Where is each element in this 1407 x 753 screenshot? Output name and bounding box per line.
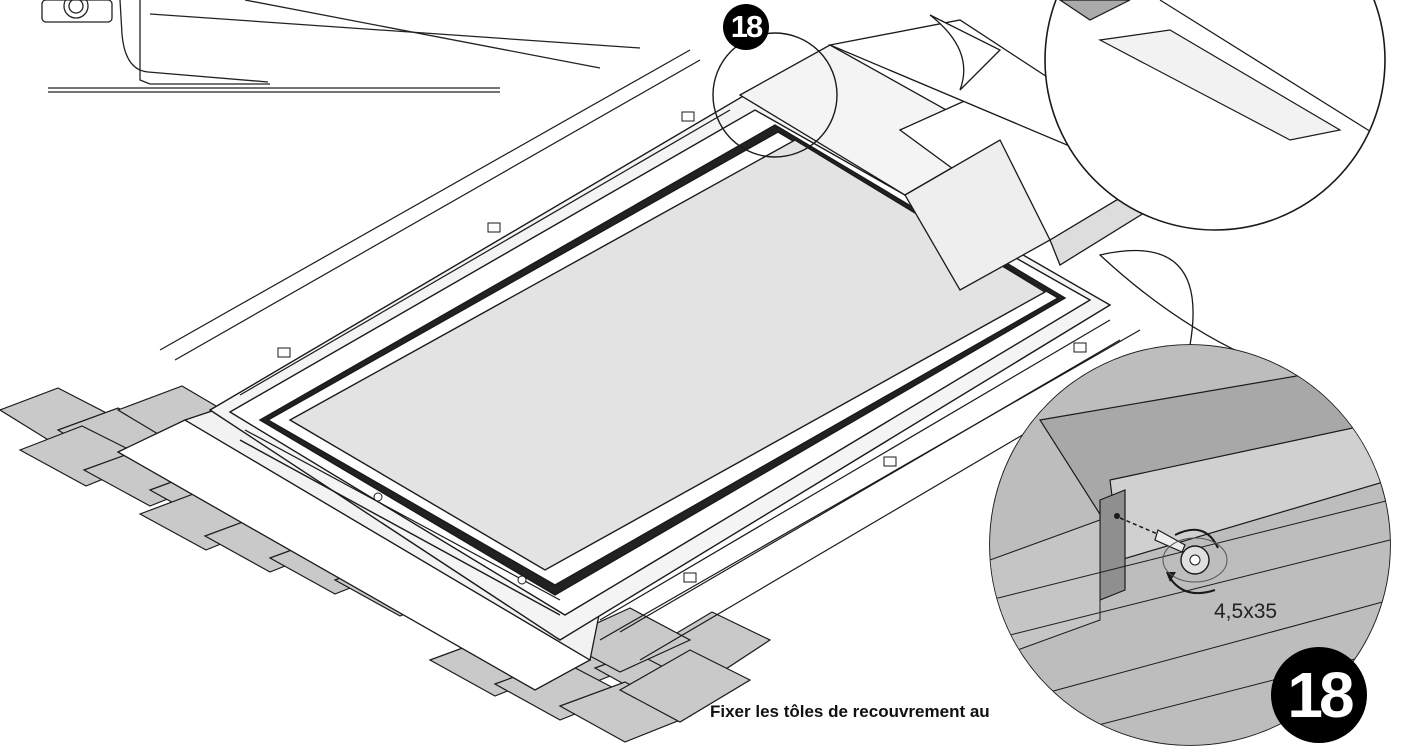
inset-profile-drawing	[41, 0, 641, 93]
fixing-clips	[277, 111, 1087, 583]
step-number-badge-small: 18	[723, 4, 769, 50]
step-number-badge-large: 18	[1271, 647, 1367, 743]
side-rails	[159, 49, 1151, 661]
window-frame	[208, 94, 1112, 641]
instruction-caption: Fixer les tôles de recouvrement au	[710, 702, 990, 721]
top-detail-bubble	[929, 0, 1386, 231]
screw-icon	[1154, 529, 1186, 553]
flashing-rivets	[373, 492, 527, 585]
zoom-indicator-circle	[712, 32, 838, 158]
screw-size-label: 4,5x35	[1214, 600, 1278, 623]
